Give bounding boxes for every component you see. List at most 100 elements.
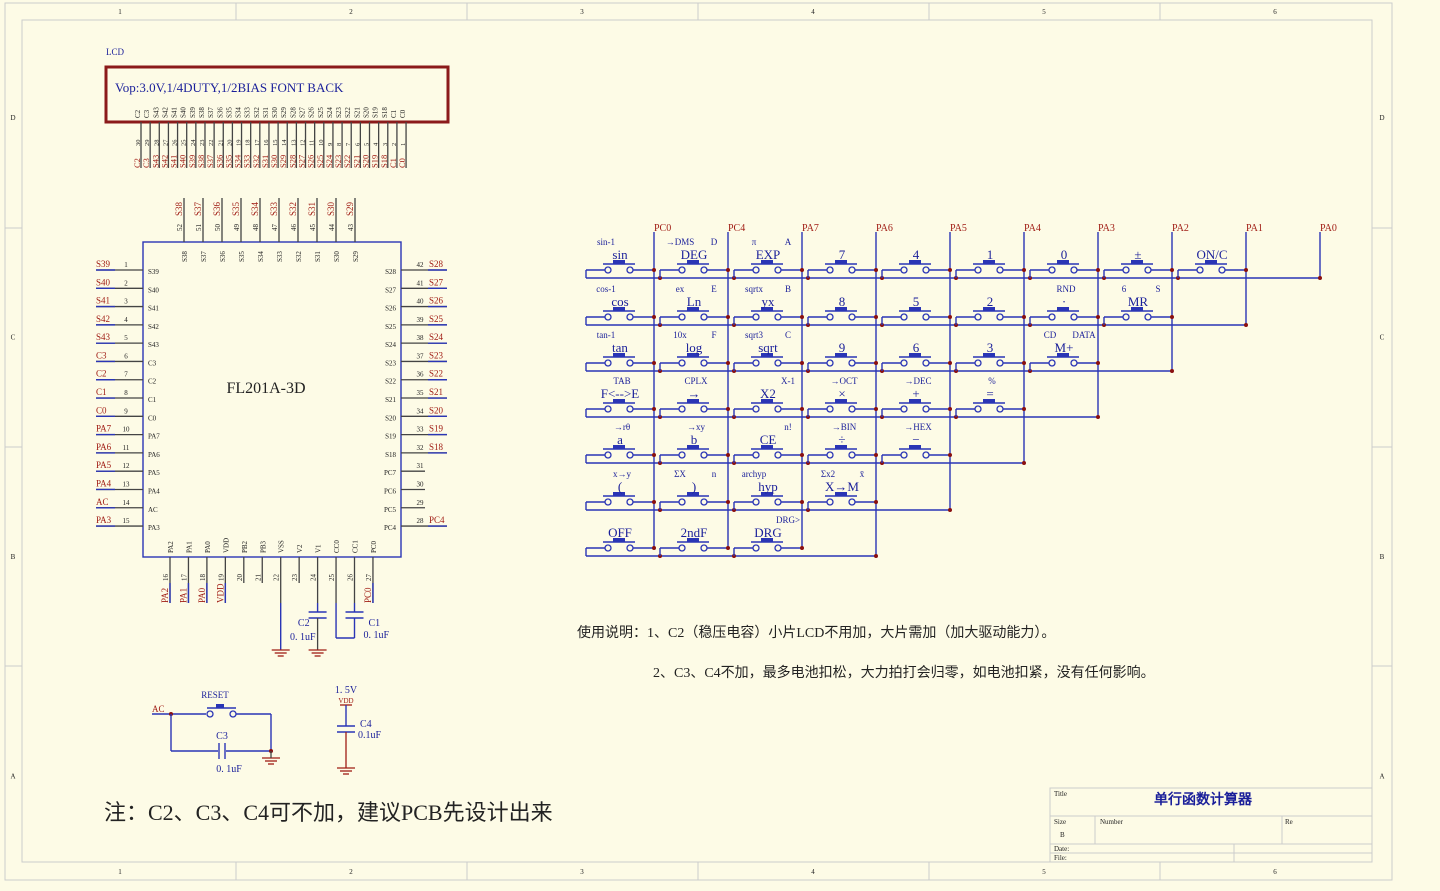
- pin-name: PA2: [167, 541, 175, 553]
- switch-button: [835, 260, 847, 264]
- lcd-net-label: C0: [397, 158, 407, 168]
- switch-contact: [922, 405, 930, 413]
- key-switch[interactable]: ×→OCT: [806, 376, 878, 419]
- key-switch[interactable]: 6: [880, 340, 952, 373]
- lcd-pin-name: S33: [244, 107, 252, 118]
- key-switch[interactable]: 7: [806, 247, 878, 280]
- key-secondary-label: n!: [784, 422, 792, 432]
- lcd-pin-name: S42: [161, 107, 169, 118]
- key-switch[interactable]: 8: [806, 294, 878, 327]
- lcd-pin-name: C3: [143, 109, 151, 118]
- lcd-net-label: S25: [315, 155, 325, 168]
- key-switch[interactable]: 9: [806, 340, 878, 373]
- pin-name: S43: [148, 341, 159, 349]
- lcd-pin-name: S19: [372, 107, 380, 118]
- key-switch[interactable]: →CPLX: [658, 376, 730, 419]
- pin-name: VSS: [278, 540, 286, 553]
- key-switch[interactable]: ON/C: [1176, 247, 1248, 280]
- key-label: 6: [913, 340, 920, 355]
- key-switch[interactable]: −→HEX: [880, 422, 952, 465]
- switch-button: [687, 538, 699, 542]
- switch-contact: [1048, 313, 1056, 321]
- key-label: ×: [838, 386, 845, 401]
- key-switch[interactable]: b→xy: [658, 422, 730, 465]
- switch-button: [909, 399, 921, 403]
- key-switch[interactable]: 0: [1028, 247, 1100, 280]
- key-label: b: [691, 432, 698, 447]
- key-switch[interactable]: 2ndF: [658, 525, 730, 558]
- zone-column-label: 4: [811, 8, 815, 16]
- key-switch[interactable]: 2: [954, 294, 1026, 327]
- switch-contact: [604, 405, 612, 413]
- switch-button: [687, 445, 699, 449]
- key-switch[interactable]: ·RND: [1028, 284, 1100, 327]
- key-switch[interactable]: a→rθ: [585, 422, 656, 463]
- junction-dot: [948, 508, 952, 512]
- ground-symbol: [308, 649, 327, 657]
- c3-name: C3: [216, 731, 228, 742]
- net-label: S22: [429, 369, 443, 379]
- key-label: ±: [1134, 247, 1141, 262]
- key-switch[interactable]: 3: [954, 340, 1026, 373]
- key-label: Ln: [687, 294, 702, 309]
- key-secondary-label: C: [785, 330, 791, 340]
- net-label: VDD: [215, 583, 225, 603]
- lcd-net-label: S31: [260, 155, 270, 168]
- key-switch[interactable]: 4: [880, 247, 952, 280]
- net-label: PA0: [197, 587, 207, 603]
- title-block-border: [1049, 787, 1373, 863]
- key-switch[interactable]: (x→y: [585, 469, 656, 510]
- key-secondary-label: archyp: [742, 469, 767, 479]
- key-switch[interactable]: CEn!: [732, 422, 804, 465]
- vdd-net-label: VDD: [338, 697, 353, 705]
- lcd-net-label: S28: [287, 155, 297, 168]
- switch-contact: [626, 313, 634, 321]
- key-switch[interactable]: ÷→BIN: [806, 422, 878, 465]
- junction-dot: [726, 361, 730, 365]
- capacitor-symbol: [345, 611, 364, 619]
- key-switch[interactable]: +→DEC: [880, 376, 952, 419]
- key-label: →: [688, 386, 701, 401]
- key-switch[interactable]: 5: [880, 294, 952, 327]
- key-switch[interactable]: =%: [954, 376, 1026, 419]
- switch-contact: [626, 498, 634, 506]
- zone-column-label: 5: [1042, 868, 1046, 876]
- lcd-pin-name: S30: [271, 107, 279, 118]
- usage-note-2: 2、C3、C4不加，最多电池扣松，大力拍打会归零，如电池扣紧，没有任何影响。: [653, 664, 1155, 681]
- key-switch[interactable]: X2X-1: [732, 376, 804, 419]
- pin-number: 26: [347, 574, 355, 582]
- key-switch[interactable]: 1: [954, 247, 1026, 280]
- c4-value: 0.1uF: [358, 730, 382, 741]
- key-switch[interactable]: ±: [1102, 247, 1174, 280]
- switch-contact: [678, 266, 686, 274]
- key-switch[interactable]: OFF: [585, 525, 656, 556]
- pin-number: 29: [417, 499, 425, 507]
